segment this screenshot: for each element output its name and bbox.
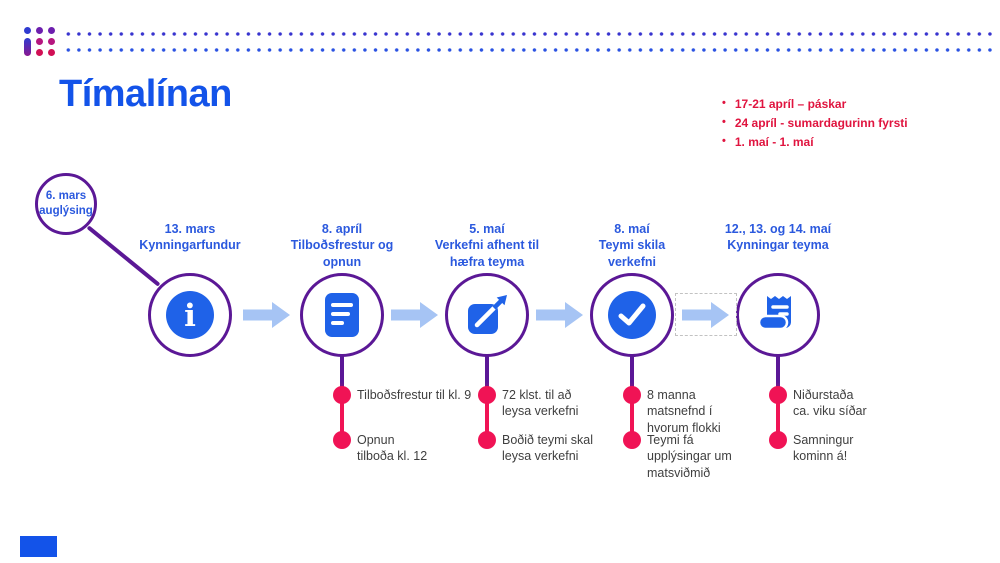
holiday-note-text: 1. maí - 1. maí [734, 135, 814, 149]
milestone-label[interactable]: 8. apríl Tilboðsfrestur og opnun [290, 222, 394, 269]
milestone-circle-2[interactable] [300, 273, 384, 357]
arrow-selection-box[interactable] [675, 293, 737, 336]
holiday-note: • 1. maí - 1. maí [722, 135, 908, 150]
milestone-bullet[interactable]: Teymi fá upplýsingar um matsviðmið [647, 433, 732, 480]
svg-text:i: i [184, 298, 196, 334]
bullet-dot-icon: • [722, 135, 726, 147]
milestone-bullet[interactable]: Tilboðsfrestur til kl. 9 [357, 388, 472, 402]
milestone-circle-1[interactable]: i [148, 273, 232, 357]
checkmark-icon [608, 291, 656, 339]
bullet-dot-icon: • [722, 116, 726, 128]
milestone-bullet[interactable]: Samningur kominn á! [793, 433, 854, 464]
branch-marker-dot [333, 386, 351, 404]
milestone-circle-4[interactable] [590, 273, 674, 357]
branch-marker-dot [333, 431, 351, 449]
start-node-label: 6. mars auglýsing [39, 190, 93, 217]
decorative-dots-row-bottom [63, 46, 992, 54]
branch-marker-dot [478, 431, 496, 449]
bullet-dot-icon: • [722, 97, 726, 109]
dots-grid-logo-icon [24, 27, 60, 57]
holiday-notes-list[interactable]: • 17-21 apríl – páskar • 24 apríl - suma… [722, 97, 908, 154]
milestone-circle-5[interactable] [736, 273, 820, 357]
timeline-arrow-icon[interactable] [682, 301, 730, 329]
document-icon [325, 293, 359, 337]
decorative-dots-row-top [63, 30, 992, 38]
milestone-bullet[interactable]: Boðið teymi skal leysa verkefni [502, 433, 594, 464]
holiday-note: • 17-21 apríl – páskar [722, 97, 908, 112]
timeline-arrow-icon[interactable] [243, 301, 291, 329]
milestone-label[interactable]: 5. maí Verkefni afhent til hæfra teyma [434, 222, 540, 269]
holiday-note: • 24 apríl - sumardagurinn fyrsti [722, 116, 908, 131]
holiday-note-text: 24 apríl - sumardagurinn fyrsti [734, 116, 908, 130]
holiday-note-text: 17-21 apríl – páskar [734, 97, 847, 111]
milestone-bullet[interactable]: 8 manna matsnefnd í hvorum flokki [647, 388, 721, 435]
branch-marker-dot [478, 386, 496, 404]
branch-marker-dot [769, 386, 787, 404]
timeline-arrow-icon[interactable] [536, 301, 584, 329]
branch-marker-dot [769, 431, 787, 449]
branch-marker-dot [623, 431, 641, 449]
milestone-bullet[interactable]: 72 klst. til að leysa verkefni [502, 388, 579, 419]
milestone-bullet[interactable]: Niðurstaða ca. viku síðar [793, 388, 867, 419]
receipt-icon [757, 296, 791, 331]
milestone-label[interactable]: 12., 13. og 14. maí Kynningar teyma [724, 222, 832, 253]
milestone-circle-3[interactable] [445, 273, 529, 357]
start-node-circle[interactable]: 6. mars auglýsing [35, 173, 97, 235]
milestone-label[interactable]: 8. maí Teymi skila verkefni [598, 222, 666, 269]
info-icon: i [166, 291, 214, 339]
timeline-arrow-icon[interactable] [391, 301, 439, 329]
page-title[interactable]: Tímalínan [59, 73, 232, 115]
milestone-label[interactable]: 13. mars Kynningarfundur [139, 222, 241, 253]
decorative-square [20, 536, 57, 557]
milestone-bullet[interactable]: Opnun tilboða kl. 12 [357, 433, 428, 464]
share-arrow-icon [468, 295, 507, 334]
branch-marker-dot [623, 386, 641, 404]
